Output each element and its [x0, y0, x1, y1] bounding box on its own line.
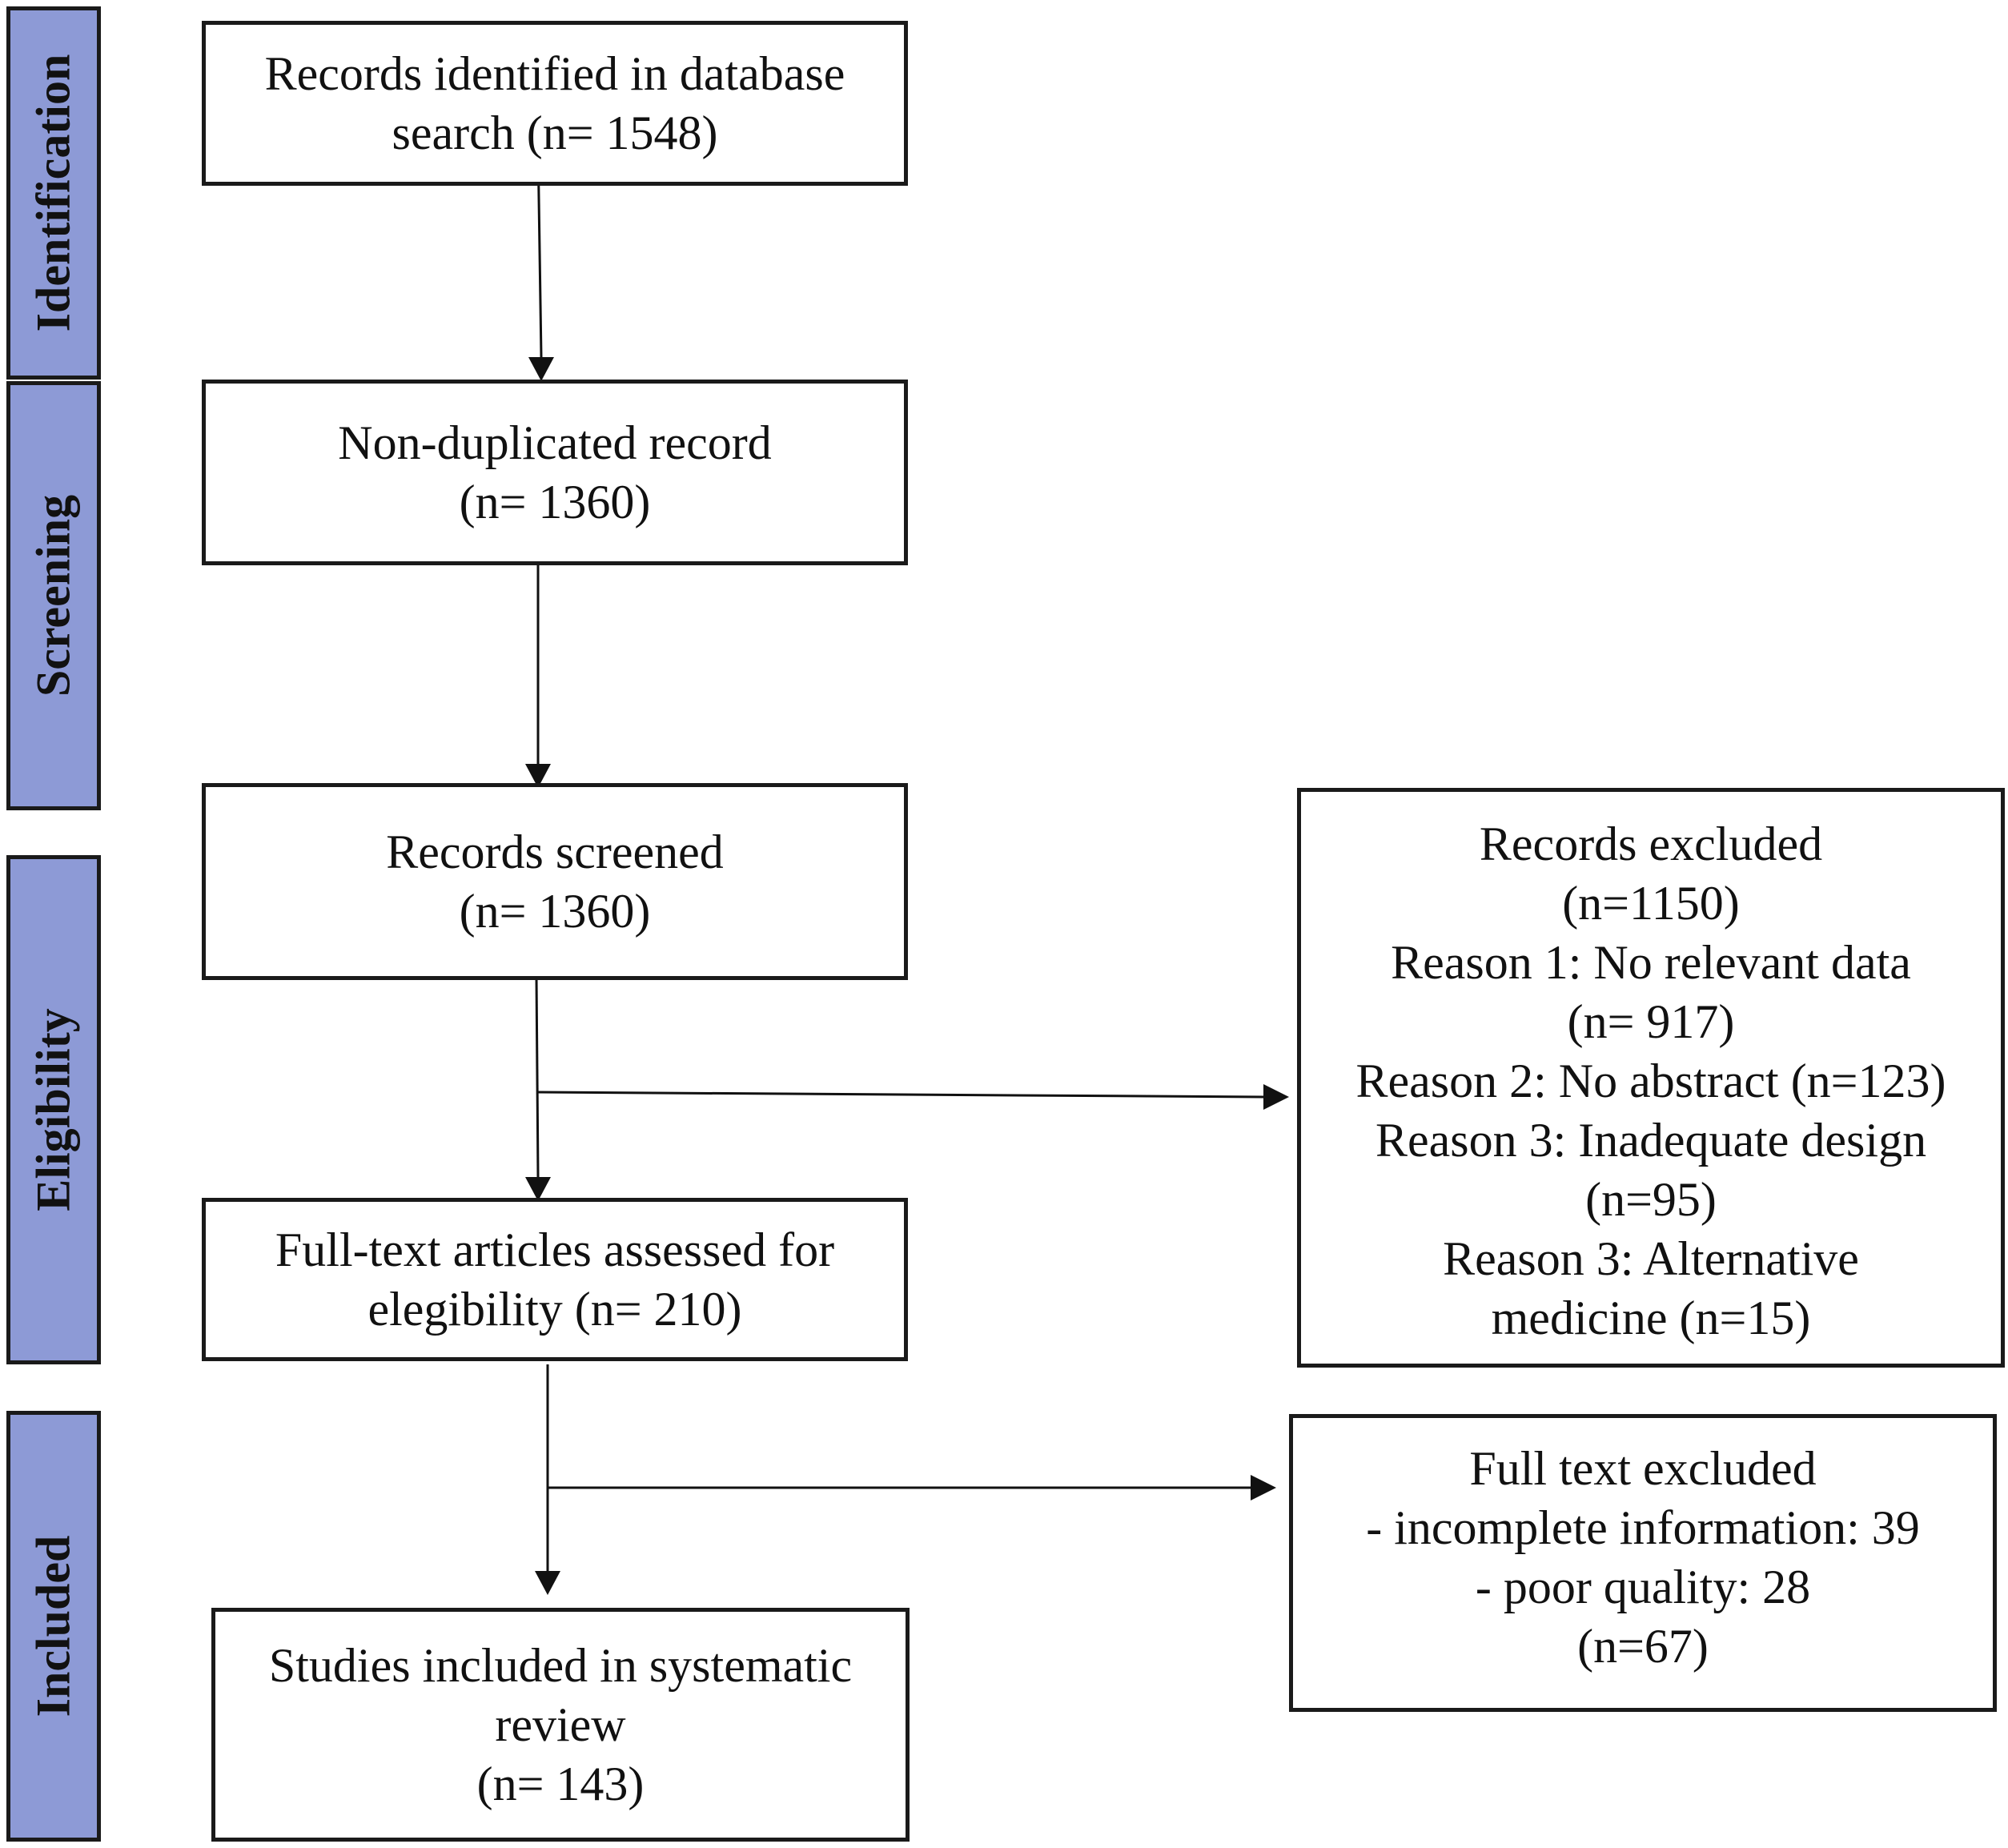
arrowhead-included — [535, 1571, 560, 1595]
box-non-duplicated-line-1: Non-duplicated record — [338, 416, 772, 469]
box-fulltext-excluded: Full text excluded - incomplete informat… — [1289, 1414, 1997, 1712]
records-excluded-line-5: Reason 2: No abstract (n=123) — [1355, 1055, 1946, 1107]
box-studies-included: Studies included in systematic review (n… — [211, 1608, 910, 1842]
stage-screening: Screening — [6, 381, 101, 810]
arrowhead-nonduplicated — [528, 357, 554, 381]
arrowhead-fulltext — [525, 1177, 551, 1201]
records-excluded-line-6: Reason 3: Inadequate design — [1375, 1114, 1927, 1167]
box-studies-included-line-2: review — [495, 1698, 626, 1751]
box-records-identified: Records identified in database search (n… — [202, 21, 908, 186]
fulltext-excluded-line-2: - incomplete information: 39 — [1366, 1501, 1920, 1554]
stage-eligibility: Eligibility — [6, 855, 101, 1364]
fulltext-excluded-line-3: - poor quality: 28 — [1475, 1561, 1811, 1613]
fulltext-excluded-line-1: Full text excluded — [1469, 1442, 1817, 1495]
box-records-identified-line-2: search (n= 1548) — [392, 106, 718, 159]
arrowhead-records-excluded — [1263, 1084, 1289, 1110]
records-excluded-line-3: Reason 1: No relevant data — [1391, 936, 1911, 989]
box-records-excluded: Records excluded (n=1150) Reason 1: No r… — [1297, 788, 2005, 1368]
records-excluded-line-7: (n=95) — [1585, 1173, 1717, 1226]
stage-included: Included — [6, 1411, 101, 1842]
records-excluded-line-2: (n=1150) — [1562, 877, 1740, 930]
box-studies-included-line-3: (n= 143) — [476, 1758, 645, 1810]
box-fulltext-assessed: Full-text articles assessed for elegibil… — [202, 1198, 908, 1361]
records-excluded-line-1: Records excluded — [1479, 818, 1823, 870]
box-non-duplicated-line-2: (n= 1360) — [459, 476, 651, 528]
box-non-duplicated: Non-duplicated record (n= 1360) — [202, 380, 908, 565]
arrow-to-records-excluded — [537, 1091, 1264, 1099]
box-fulltext-assessed-line-2: elegibility (n= 210) — [367, 1283, 742, 1336]
box-records-screened-line-2: (n= 1360) — [459, 885, 651, 938]
box-records-screened-line-1: Records screened — [386, 826, 724, 878]
fulltext-excluded-line-4: (n=67) — [1577, 1620, 1709, 1673]
stage-identification: Identification — [6, 6, 101, 380]
box-fulltext-assessed-line-1: Full-text articles assessed for — [275, 1223, 835, 1276]
box-records-identified-line-1: Records identified in database — [264, 47, 845, 100]
records-excluded-line-9: medicine (n=15) — [1491, 1292, 1811, 1344]
arrowhead-fulltext-excluded — [1251, 1475, 1276, 1500]
records-excluded-line-8: Reason 3: Alternative — [1443, 1232, 1859, 1285]
arrowhead-screened — [525, 764, 551, 788]
box-studies-included-line-1: Studies included in systematic — [268, 1639, 853, 1692]
box-records-screened: Records screened (n= 1360) — [202, 783, 908, 980]
records-excluded-line-4: (n= 917) — [1567, 995, 1735, 1048]
arrow-screened-to-fulltext — [535, 976, 540, 1178]
